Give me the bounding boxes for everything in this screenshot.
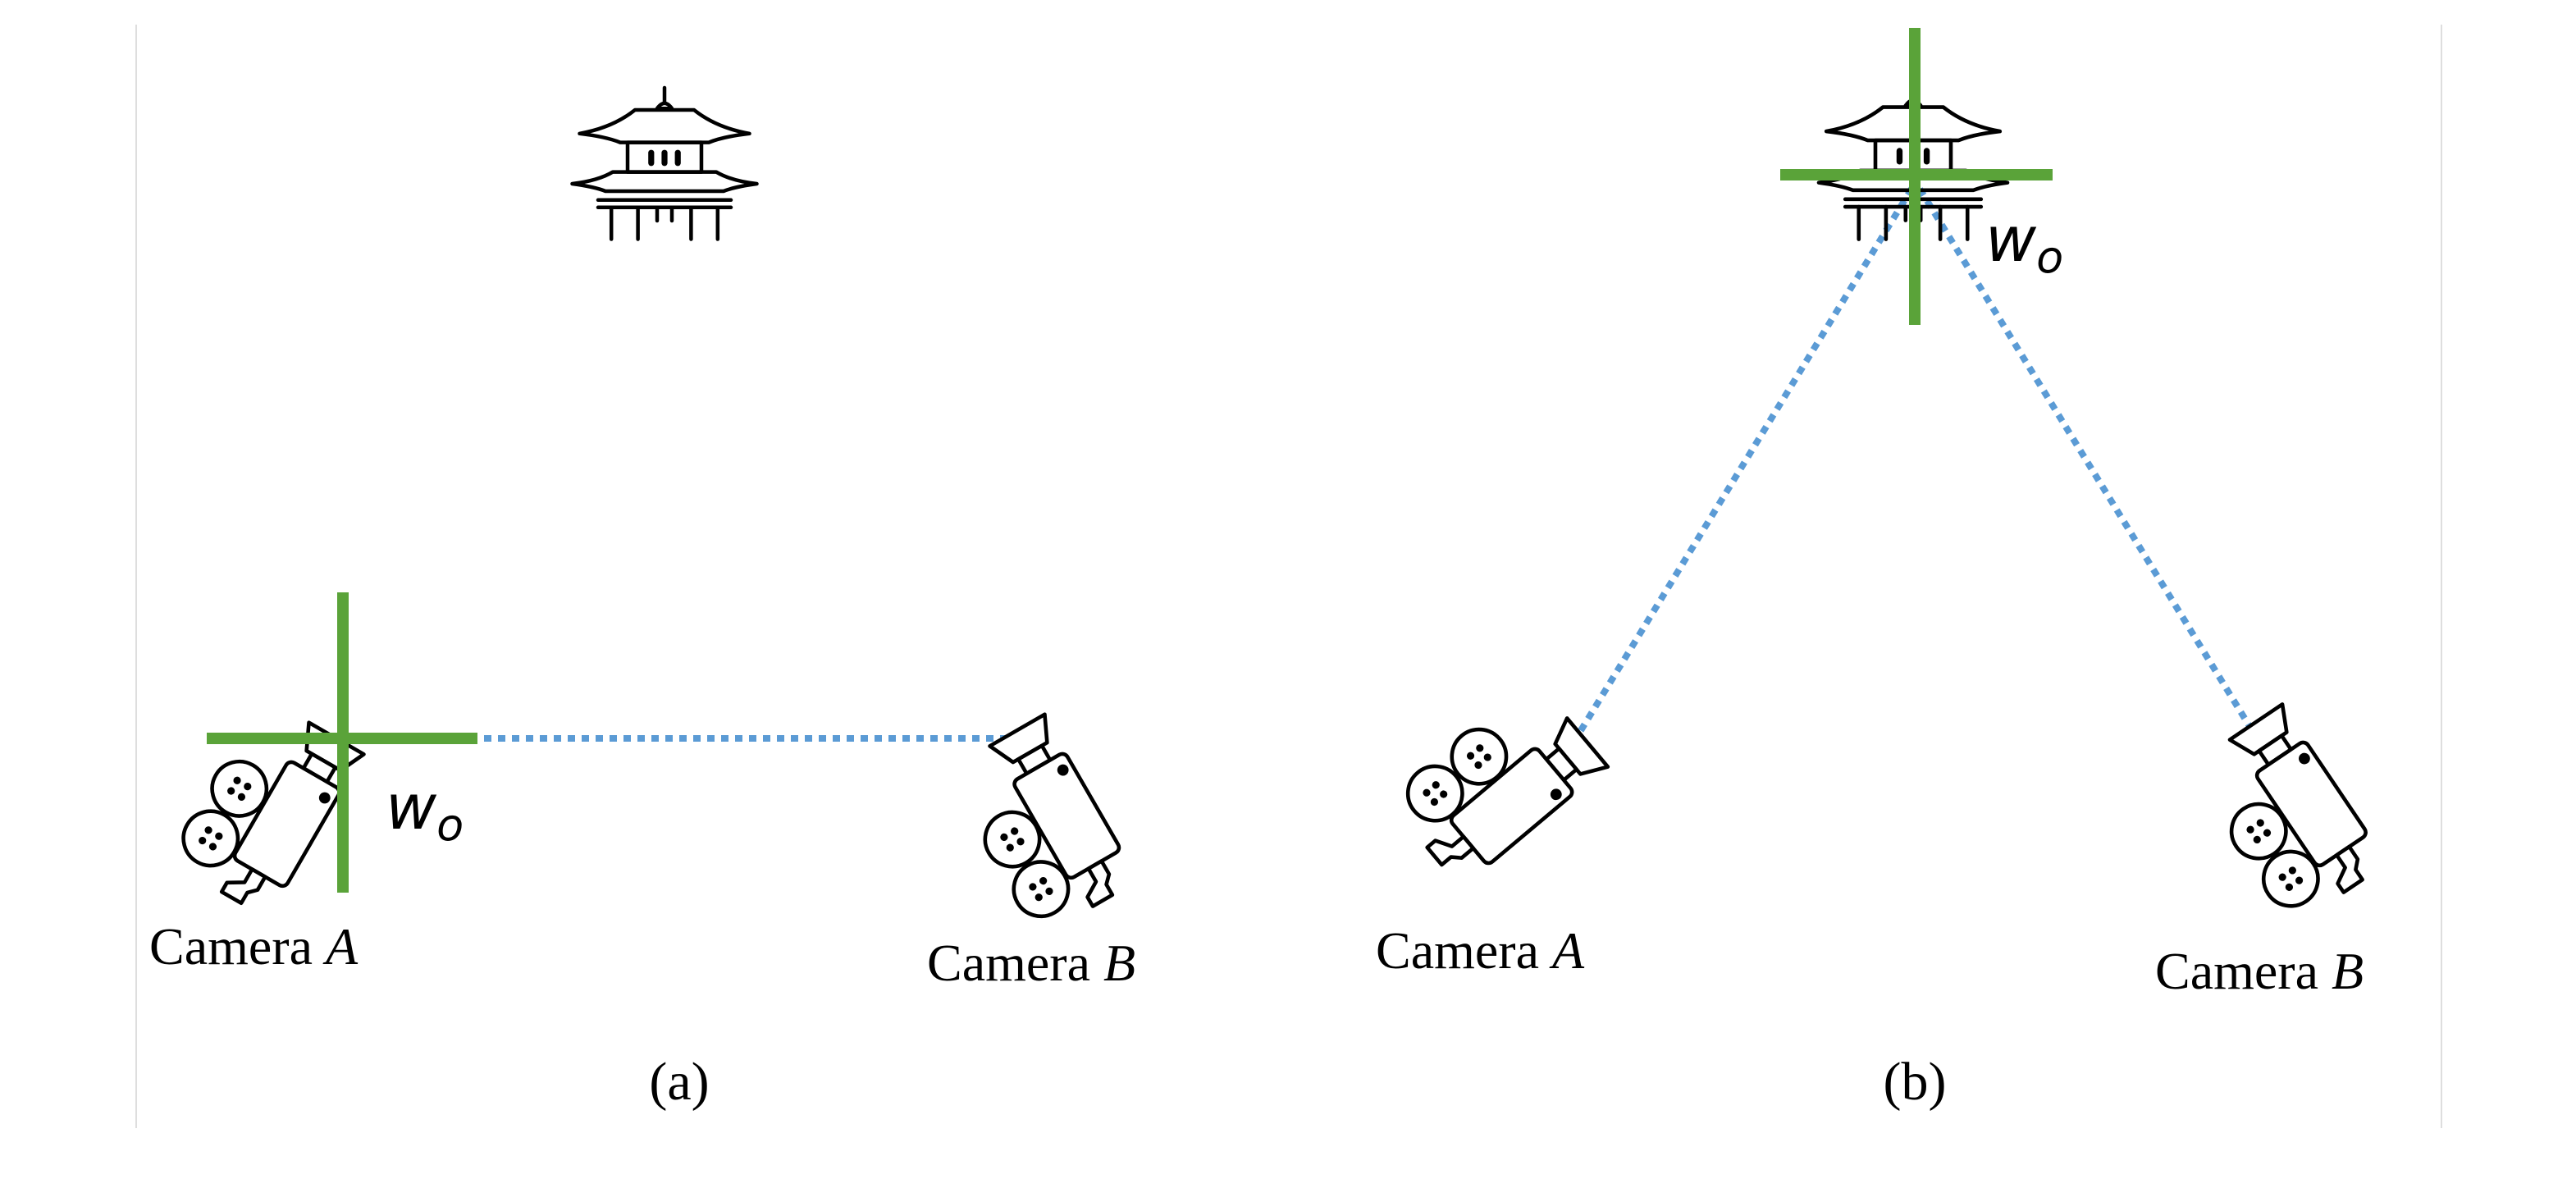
origin-label: wo bbox=[386, 770, 464, 851]
film-camera-icon bbox=[1386, 677, 1608, 889]
panel-caption: (b) bbox=[1884, 1052, 1947, 1112]
origin-label: wo bbox=[1985, 203, 2063, 283]
panel-b: wo Camera A Camera B (b) bbox=[1376, 28, 2389, 1112]
pagoda-icon bbox=[573, 88, 757, 240]
camera-label: Camera B bbox=[2155, 942, 2364, 1000]
panel-caption: (a) bbox=[649, 1052, 709, 1112]
film-camera-icon bbox=[2185, 704, 2389, 927]
film-camera-icon bbox=[167, 696, 363, 920]
camera-label: Camera A bbox=[149, 917, 359, 976]
ray-camera-a bbox=[1570, 180, 1919, 745]
panel-a: wo Camera A Camera B (a) bbox=[149, 88, 1140, 1112]
camera-label: Camera B bbox=[927, 934, 1135, 992]
ray-camera-b bbox=[1912, 180, 2255, 733]
film-camera-icon bbox=[943, 715, 1140, 939]
camera-label: Camera A bbox=[1376, 921, 1585, 980]
